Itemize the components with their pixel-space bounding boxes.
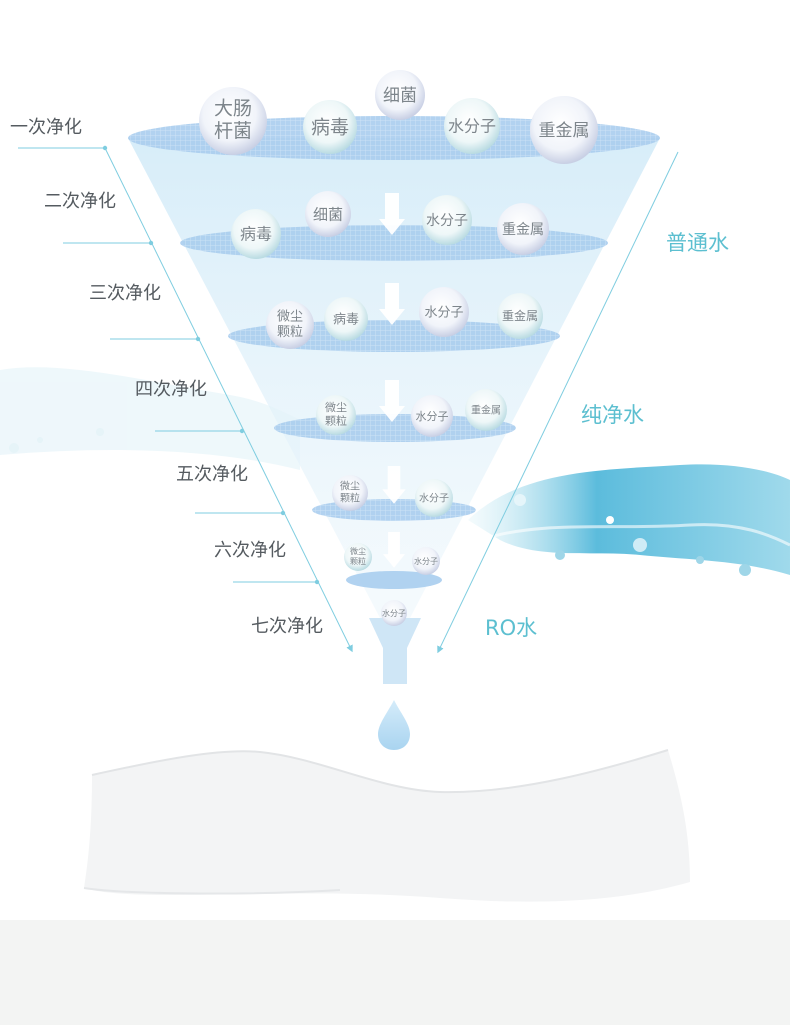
particle-bubble: 细菌 — [305, 191, 351, 237]
particle-bubble: 重金属 — [497, 203, 549, 255]
bubble-circle — [422, 195, 472, 245]
bubble-circle — [231, 209, 281, 259]
bubble-circle — [316, 395, 356, 435]
particle-bubble: 水分子 — [419, 287, 469, 337]
particle-label: 水分子 — [426, 213, 468, 229]
flow-arrow-5 — [382, 532, 406, 568]
water-type-ro: RO水 — [485, 616, 537, 640]
tissue-paper-image — [83, 749, 690, 902]
particle-label: 重金属 — [471, 404, 501, 417]
particle-label: 病毒 — [311, 117, 349, 139]
particle-label: 病毒 — [333, 313, 359, 328]
particle-label: 水分子 — [414, 556, 438, 566]
stage-label-2: 二次净化 — [44, 191, 116, 212]
bubble-circle — [303, 100, 357, 154]
stage-guide-line — [104, 147, 353, 653]
bubble-circle — [530, 96, 598, 164]
particle-bubble: 重金属 — [497, 293, 543, 339]
water-type-ordinary: 普通水 — [666, 231, 729, 255]
particle-bubble: 水分子 — [422, 195, 472, 245]
particle-label: 微尘 — [340, 480, 360, 493]
particle-label: 水分子 — [424, 306, 463, 321]
particle-label: 重金属 — [502, 222, 544, 238]
bubble-circle — [415, 479, 453, 517]
particle-label: 水分子 — [448, 117, 496, 136]
flow-arrow-1 — [379, 193, 405, 235]
particle-label: 微尘 — [350, 546, 366, 556]
particle-label: 水分子 — [416, 410, 449, 423]
stage-label-7: 七次净化 — [251, 616, 323, 637]
particle-bubble: 重金属 — [530, 96, 598, 164]
bubble-circle — [497, 203, 549, 255]
funnel-spout — [369, 618, 421, 684]
flow-arrow-2 — [379, 283, 405, 325]
particle-bubbles: 大肠杆菌病毒细菌水分子重金属病毒细菌水分子重金属微尘颗粒病毒水分子重金属微尘颗粒… — [199, 70, 598, 626]
background-water-wave — [468, 464, 790, 576]
bubble-circle — [381, 600, 407, 626]
particle-label: 大肠 — [214, 97, 252, 119]
particle-label: 颗粒 — [340, 492, 360, 505]
bubble-circle — [332, 475, 368, 511]
stage-label-6: 六次净化 — [214, 540, 286, 561]
bubble-circle — [324, 297, 368, 341]
water-drop-icon — [378, 700, 410, 750]
particle-label: 微尘 — [325, 400, 347, 414]
particle-bubble: 重金属 — [465, 389, 507, 431]
background-water-left — [0, 367, 300, 470]
particle-label: 重金属 — [502, 308, 538, 323]
particle-label: 微尘 — [277, 309, 303, 324]
particle-bubble: 病毒 — [324, 297, 368, 341]
particle-label: 重金属 — [539, 121, 590, 141]
stage-label-5: 五次净化 — [176, 464, 248, 485]
particle-bubble: 水分子 — [411, 395, 453, 437]
footer-band — [0, 920, 790, 1025]
particle-label: 颗粒 — [350, 556, 366, 566]
bubble-circle — [411, 395, 453, 437]
bubble-circle — [266, 301, 314, 349]
bubble-circle — [344, 543, 372, 571]
bubble-circle — [412, 547, 440, 575]
particle-label: 水分子 — [382, 608, 406, 618]
bubble-circle — [199, 87, 267, 155]
bubble-circle — [444, 98, 500, 154]
particle-bubble: 水分子 — [412, 547, 440, 575]
bubble-circle — [375, 70, 425, 120]
particle-bubble: 水分子 — [415, 479, 453, 517]
stage-label-3: 三次净化 — [89, 283, 161, 304]
water-type-pure: 纯净水 — [581, 403, 644, 427]
particle-bubble: 病毒 — [303, 100, 357, 154]
particle-bubble: 水分子 — [381, 600, 407, 626]
bubble-circle — [497, 293, 543, 339]
particle-label: 颗粒 — [277, 325, 303, 340]
particle-label: 颗粒 — [325, 413, 347, 427]
particle-label: 细菌 — [383, 86, 417, 106]
stage-label-1: 一次净化 — [10, 117, 82, 138]
particle-label: 水分子 — [419, 493, 449, 505]
flow-arrow-3 — [379, 380, 405, 422]
particle-bubble: 细菌 — [375, 70, 425, 120]
flow-arrows — [379, 193, 406, 568]
bubble-circle — [419, 287, 469, 337]
particle-bubble: 病毒 — [231, 209, 281, 259]
flow-arrow-4 — [382, 466, 406, 504]
filter-layer-6 — [346, 571, 442, 589]
particle-label: 病毒 — [240, 225, 272, 244]
bubble-circle — [465, 389, 507, 431]
bubble-circle — [305, 191, 351, 237]
water-type-guide-line — [437, 151, 679, 654]
particle-label: 细菌 — [313, 205, 343, 223]
particle-label: 杆菌 — [214, 120, 252, 142]
stage-label-4: 四次净化 — [135, 379, 207, 400]
particle-bubble: 水分子 — [444, 98, 500, 154]
